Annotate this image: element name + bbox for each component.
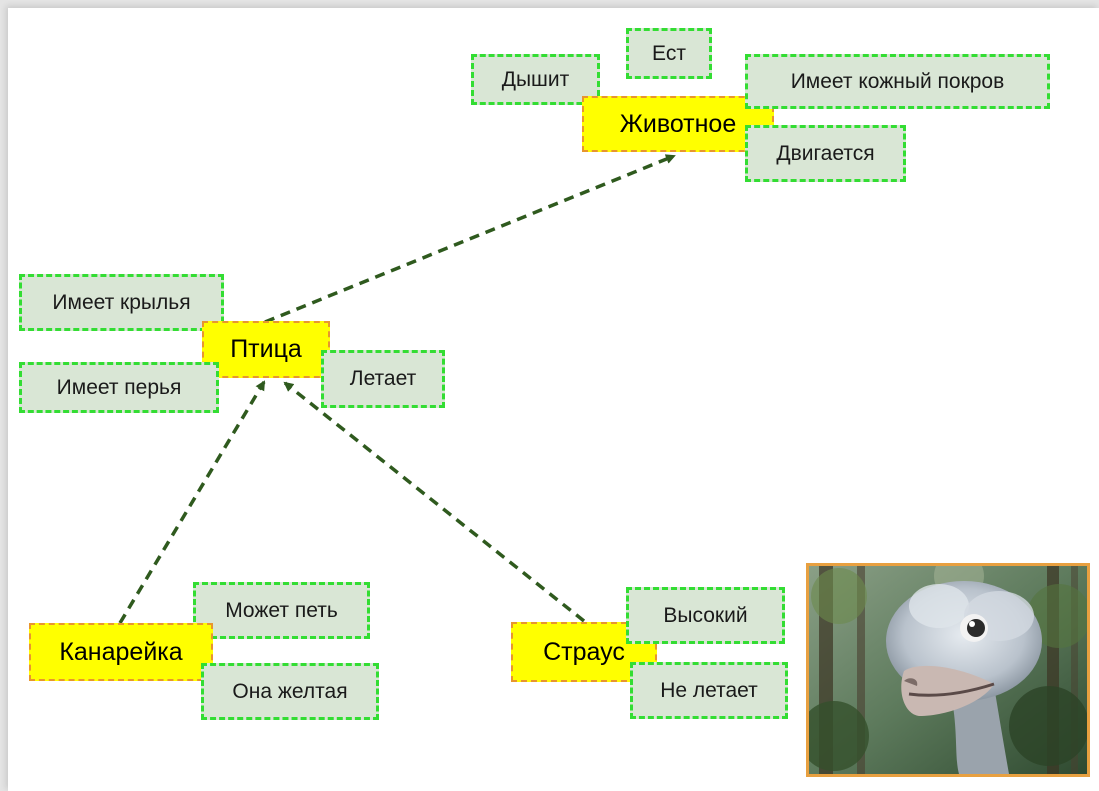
ostrich-photo bbox=[806, 563, 1090, 777]
prop-breathes: Дышит bbox=[471, 54, 600, 105]
concept-canary: Канарейка bbox=[29, 623, 213, 681]
prop-no-fly: Не летает bbox=[630, 662, 788, 719]
concept-animal: Животное bbox=[582, 96, 774, 152]
prop-sings: Может петь bbox=[193, 582, 370, 639]
prop-skin: Имеет кожный покров bbox=[745, 54, 1050, 109]
prop-tall: Высокий bbox=[626, 587, 785, 644]
prop-flies: Летает bbox=[321, 350, 445, 408]
concept-bird: Птица bbox=[202, 321, 330, 378]
prop-moves: Двигается bbox=[745, 125, 906, 182]
arrow-ostrich-to-bird bbox=[283, 381, 586, 623]
prop-feathers: Имеет перья bbox=[19, 362, 219, 413]
arrow-bird-to-animal bbox=[264, 154, 676, 324]
prop-yellow: Она желтая bbox=[201, 663, 379, 720]
prop-wings: Имеет крылья bbox=[19, 274, 224, 331]
arrow-canary-to-bird bbox=[118, 380, 266, 624]
prop-eats: Ест bbox=[626, 28, 712, 79]
